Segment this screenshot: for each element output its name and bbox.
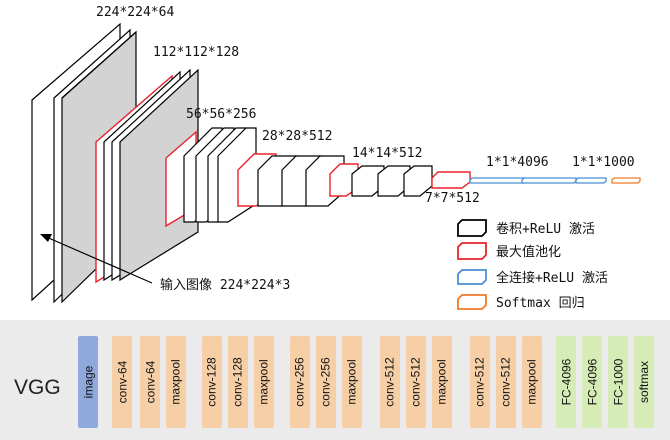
layer-label: conv-128 (231, 357, 245, 407)
legend-item-conv: 卷积+ReLU 激活 (457, 219, 595, 237)
layer-label: FC-1000 (611, 358, 625, 406)
legend-label-conv: 卷积+ReLU 激活 (496, 221, 595, 237)
layer-conv-512: conv-512 (406, 336, 426, 428)
fc-1000-bar (575, 177, 607, 184)
label-7: 7*7*512 (425, 191, 480, 206)
layer-fc-4096: FC-4096 (582, 336, 602, 428)
layer-label: conv-64 (115, 360, 130, 404)
softmax-legend-icon (457, 294, 487, 310)
layer-maxpool: maxpool (254, 336, 274, 428)
layer-maxpool: maxpool (432, 336, 452, 428)
layer-label: conv-512 (409, 357, 423, 407)
layer-maxpool: maxpool (522, 336, 542, 428)
layer-label: FC-4096 (585, 358, 599, 406)
layer-conv-512: conv-512 (470, 336, 490, 428)
layer-label: conv-128 (205, 357, 219, 407)
layer-conv-512: conv-512 (380, 336, 400, 428)
legend-label-pool: 最大值池化 (496, 244, 561, 260)
layer-conv-256: conv-256 (316, 336, 336, 428)
label-14: 14*14*512 (352, 146, 422, 161)
label-28: 28*28*512 (262, 129, 332, 144)
layer-label: maxpool (525, 359, 540, 405)
block-112 (95, 68, 199, 284)
layer-conv-128: conv-128 (228, 336, 248, 428)
layer-conv-256: conv-256 (290, 336, 310, 428)
layer-label: conv-256 (293, 357, 307, 407)
legend: 卷积+ReLU 激活 最大值池化 全连接+ReLU 激活 Softmax 回归 (457, 219, 608, 311)
layer-label: conv-64 (143, 360, 158, 404)
layer-label: conv-512 (499, 357, 513, 407)
layer-label: conv-256 (319, 357, 333, 407)
label-fc-4096: 1*1*4096 (486, 155, 549, 170)
legend-label-softmax: Softmax 回归 (496, 296, 585, 311)
label-112: 112*112*128 (153, 45, 239, 60)
pool-legend-icon (457, 242, 487, 260)
vgg-architecture-diagram: 224*224*64 112*112*128 56*56*256 28*28*5… (31, 5, 641, 311)
layer-label: softmax (637, 360, 652, 404)
fc-4096-bar-1 (469, 177, 527, 184)
label-input-size: 224*224*64 (96, 5, 174, 20)
layer-conv-64: conv-64 (112, 336, 132, 428)
arrow-head (40, 234, 52, 242)
fc-legend-icon (457, 269, 487, 285)
label-56: 56*56*256 (186, 107, 256, 122)
layer-maxpool: maxpool (166, 336, 186, 428)
input-arrow (43, 235, 153, 284)
layer-label: conv-512 (383, 357, 397, 407)
layer-conv-512: conv-512 (496, 336, 516, 428)
fc-4096-bar-2 (521, 177, 577, 184)
conv-legend-icon (457, 219, 487, 237)
softmax-bar (611, 177, 641, 184)
block-28 (237, 153, 345, 207)
layer-label: conv-512 (473, 357, 487, 407)
legend-item-softmax: Softmax 回归 (457, 294, 585, 311)
layer-conv-128: conv-128 (202, 336, 222, 428)
layer-label: maxpool (169, 359, 184, 405)
layer-image: image (78, 336, 98, 428)
layer-label: maxpool (257, 359, 272, 405)
legend-label-fc: 全连接+ReLU 激活 (496, 270, 608, 286)
layer-label: image (81, 365, 95, 399)
layer-fc-4096: FC-4096 (556, 336, 576, 428)
layer-softmax: softmax (634, 336, 654, 428)
layer-maxpool: maxpool (342, 336, 362, 428)
legend-item-pool: 最大值池化 (457, 242, 561, 260)
layer-label: maxpool (435, 359, 450, 405)
layer-conv-64: conv-64 (140, 336, 160, 428)
layer-label: FC-4096 (559, 358, 573, 406)
block-14 (329, 163, 433, 197)
vgg-title: VGG (14, 376, 61, 399)
label-fc-1000: 1*1*1000 (572, 155, 635, 170)
block-56 (165, 127, 257, 228)
block-7 (431, 171, 471, 189)
layer-label: maxpool (345, 359, 360, 405)
input-caption: 输入图像 224*224*3 (160, 277, 290, 293)
layer-fc-1000: FC-1000 (608, 336, 628, 428)
legend-item-fc: 全连接+ReLU 激活 (457, 269, 608, 286)
